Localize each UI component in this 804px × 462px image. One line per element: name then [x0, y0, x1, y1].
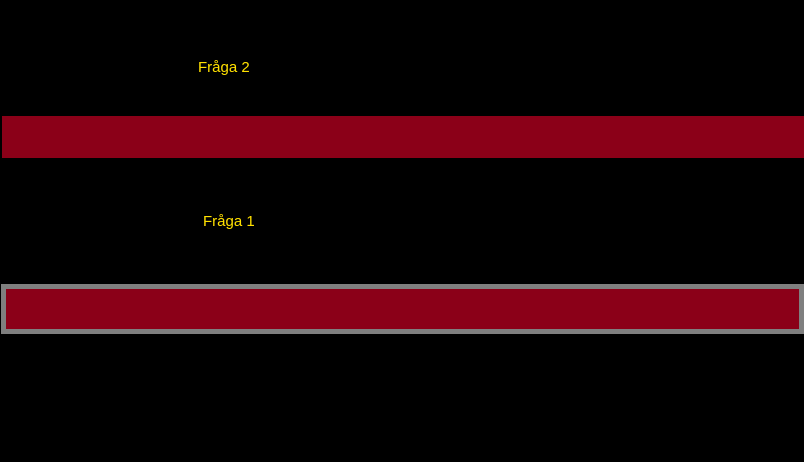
question-1-label: Fråga 1 — [203, 213, 255, 230]
question-1-answer-bar-selected[interactable] — [1, 284, 804, 334]
question-2-answer-bar[interactable] — [2, 116, 804, 158]
question-2-label: Fråga 2 — [198, 59, 250, 76]
